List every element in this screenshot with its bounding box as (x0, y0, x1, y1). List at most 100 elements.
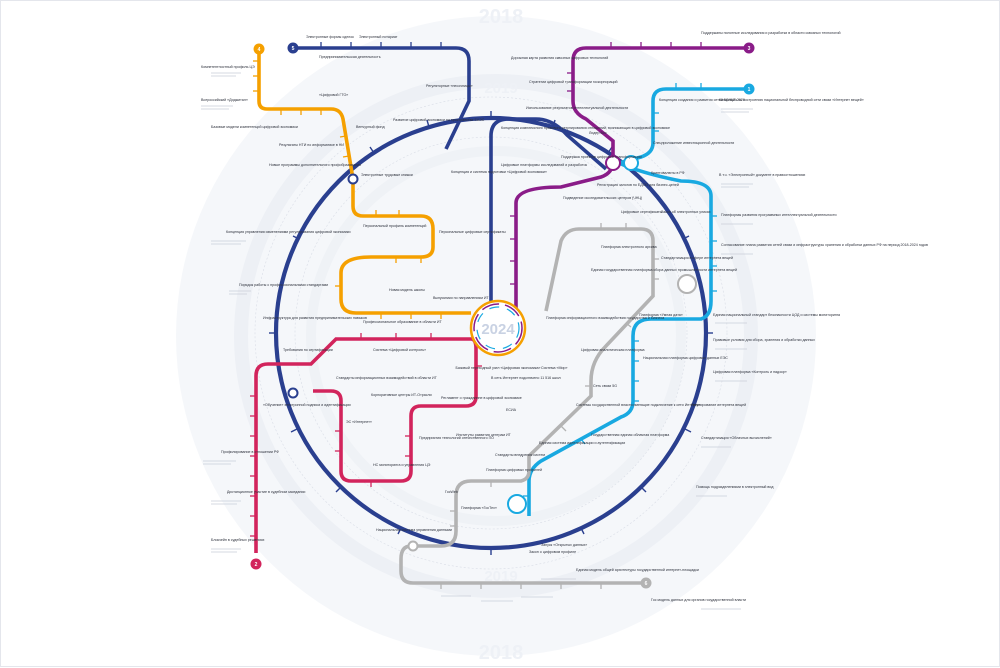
station-label: Система «Мир» (541, 366, 567, 370)
interchange-cyan[interactable] (623, 155, 639, 171)
terminal-cyan[interactable]: 1 (743, 83, 755, 95)
terminal-navy[interactable]: 5 (287, 42, 299, 54)
station-label: Персональный профиль компетенций (363, 224, 426, 228)
station-label: Концепция по построению национальной бес… (719, 98, 864, 102)
station-label: ГосWeb (445, 490, 458, 494)
station-label: Электронные трудовые книжки (361, 173, 413, 177)
red-line (254, 337, 478, 553)
station-label: Профилирование в отношении РФ (221, 450, 279, 454)
terminal-red[interactable]: 2 (250, 558, 262, 570)
station-label: Порядок работы с профессиональными станд… (239, 283, 328, 287)
station-label: Национальная система управления данными (376, 528, 452, 532)
station-label: В т.ч. «Электронный» документ в правоотн… (719, 173, 806, 177)
station-label: Система «Цифровой контроль» (373, 348, 426, 352)
station-label: Платформа информационного взаимодействия… (546, 316, 664, 320)
navy-spur-ticks (320, 42, 442, 48)
station-label: Подведение исследовательских центров (ЧН… (563, 196, 642, 200)
central-hub[interactable]: 2024 Базовый переходный узел «Цифровая э… (456, 299, 541, 370)
station-label: Венчурный фонд (356, 125, 386, 129)
station-label: Выпускники по направлениям ИТ (433, 296, 489, 300)
station-label: Единая государственная платформа сбора д… (591, 268, 737, 272)
terminal-gray[interactable]: 6 (640, 577, 652, 589)
annotation-lines (201, 72, 753, 610)
terminal-orange[interactable]: 4 (253, 43, 265, 55)
station-label: Цифровая платформа «Контроль и надзор» (713, 370, 787, 374)
interchange-orange-navy[interactable] (347, 173, 359, 185)
station-label: Криптовалюты в РФ (651, 171, 685, 175)
terminal-cyan-number: 1 (748, 87, 751, 93)
year-bottom: 2018 (479, 642, 524, 664)
station-label: Согласование плана развития сетей связи … (721, 243, 928, 247)
terminal-purple[interactable]: 3 (743, 42, 755, 54)
terminal-orange-number: 4 (258, 47, 261, 53)
station-label: «Цифровой ГТО» (319, 93, 348, 97)
interchange-gray-navy[interactable] (407, 540, 419, 552)
station-label: Цифровая аналитическая платформа (581, 348, 644, 352)
cyan-line (527, 87, 746, 516)
station-label: Стратегии цифровой трансформации госкорп… (529, 80, 618, 84)
station-label: Стандарты внедрения систем (495, 453, 545, 457)
purple-line (514, 46, 746, 311)
station-label: «Обучение» электронной подписи и идентиф… (263, 403, 351, 407)
hub-label: Базовый переходный узел «Цифровая эконом… (456, 366, 541, 370)
station-label: Стандартизация в сфере интернета вещей (661, 256, 733, 260)
interchange-purple-cyan[interactable] (605, 155, 621, 171)
station-label: Концепция управления изменениями регулир… (226, 230, 350, 234)
station-label: Системы государственной власти имеющие п… (576, 403, 701, 407)
station-label: Национальная платформа цифровых данных Е… (643, 356, 728, 360)
station-label: Регуляторные «песочницы» (426, 84, 473, 88)
terminal-gray-number: 6 (645, 581, 648, 587)
station-label: Платформа «Умная дата» (639, 313, 683, 317)
interchange-cyan-gray[interactable] (507, 494, 527, 514)
terminal-purple-number: 3 (748, 46, 751, 52)
station-label: Новые программы дополнительного профобра… (269, 163, 361, 167)
station-label: Цифровые сертификаты (621, 210, 663, 214)
station-label: Институты развития центрам ИТ (456, 433, 512, 437)
station-label: Стандарты информационных взаимодействий … (336, 376, 438, 380)
station-label: Электронный нотариат (359, 35, 398, 39)
hub-year: 2024 (481, 321, 515, 338)
station-label: Стандартизация «Облачных вычислений» (701, 436, 772, 440)
station-label: Инфраструктура для развития предпринимат… (263, 316, 367, 320)
station-label: Дорожная карта развития сквозных цифровы… (511, 56, 608, 60)
purple-ticks (510, 42, 702, 285)
station-label: Закон о цифровом профиле (529, 550, 576, 554)
station-label: Платформа цифровых профилей (486, 468, 542, 472)
station-label: Персональные цифровые сертификаты (439, 230, 506, 234)
orange-ticks (253, 60, 442, 319)
year-lower-ring: 2019 (484, 568, 517, 585)
interchange-red-navy[interactable] (287, 387, 299, 399)
station-label: Сеть связи 5G (593, 384, 617, 388)
gray-ticks (440, 223, 659, 589)
interchanges (287, 155, 697, 552)
station-label: Поддержаны пилотные исследования и разра… (701, 31, 840, 35)
year-top: 2018 (479, 6, 524, 28)
ring-guides (254, 96, 728, 570)
station-label: В сеть Интернет подключено 11 516 школ (491, 376, 561, 380)
station-label: Предпринимательская деятельность (319, 55, 381, 59)
station-label: Спецприложение инвестиционной деятельнос… (653, 141, 734, 145)
station-label: Гос модель данных для органов государств… (651, 598, 746, 602)
station-label: Развитие цифровой экономики на пространс… (393, 118, 485, 122)
year-upper-ring: 2019 (484, 80, 517, 97)
station-label: Корпоративные центры ИТ-Отрасли (371, 393, 432, 397)
station-label: Блокчейн в судебных решениях (211, 538, 265, 542)
terminal-red-number: 2 (255, 562, 258, 568)
station-label: Требования по сертификации (283, 348, 333, 352)
navy-inner-line (489, 117, 608, 306)
station-label: Регулирование интернета вещей (691, 403, 746, 407)
station-label: Профессиональное образование в области И… (363, 320, 442, 324)
station-label: Всероссийский «Диджитал» (201, 98, 248, 102)
interchange-gray-cyan[interactable] (677, 274, 697, 294)
station-label: Концепция комплексного правового регулир… (501, 126, 670, 130)
station-label: Поддержка проектов цифровой трансформаци… (561, 155, 642, 159)
station-label: Регламент о гражданине в цифровой эконом… (441, 396, 522, 400)
station-label: Платформа электронного архива (601, 245, 657, 249)
navy-ring-line (269, 111, 713, 555)
station-label: Единая модель общей архитектуры государс… (576, 568, 699, 572)
gray-line (399, 227, 655, 585)
station-label: Регистрация залогов по ЕДОП для бизнес-ц… (597, 183, 679, 187)
station-label: Дистанционное участие в судебном заседан… (227, 490, 305, 494)
